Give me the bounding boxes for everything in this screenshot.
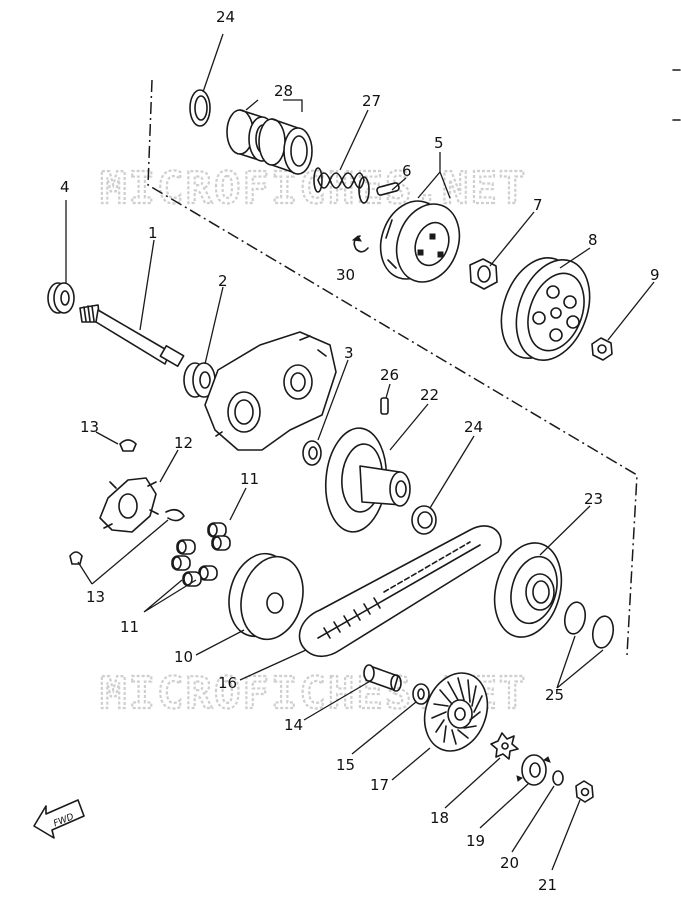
callout-15: 15 [336, 756, 355, 774]
callout-11-top: 11 [240, 470, 259, 488]
callout-30: 30 [336, 266, 355, 284]
callout-25: 25 [545, 686, 564, 704]
leader-lines [65, 33, 655, 871]
callout-14: 14 [284, 716, 303, 734]
part-14-collar[interactable] [363, 664, 402, 692]
part-11-roller[interactable] [207, 522, 227, 538]
part-28-sleeve[interactable] [258, 118, 313, 175]
part-27-spring[interactable] [313, 167, 370, 204]
part-7-nut[interactable] [469, 258, 498, 290]
callout-24: 24 [216, 8, 235, 26]
part-24-ring-lower[interactable] [411, 505, 437, 535]
callout-5: 5 [434, 134, 444, 152]
part-11-roller[interactable] [176, 539, 196, 555]
part-26-pin[interactable] [380, 397, 389, 415]
callout-9: 9 [650, 266, 660, 284]
part-11-roller[interactable] [211, 535, 231, 551]
callout-17: 17 [370, 776, 389, 794]
callout-4: 4 [60, 178, 70, 196]
callout-16: 16 [218, 674, 237, 692]
part-3-washer[interactable] [302, 440, 322, 466]
part-24-ring-top[interactable] [189, 89, 211, 127]
callout-12: 12 [174, 434, 193, 452]
part-23-fixed-sheave[interactable] [485, 535, 572, 644]
part-11-roller[interactable] [171, 555, 191, 571]
callout-24-lower: 24 [464, 418, 483, 436]
callout-23: 23 [584, 490, 603, 508]
callout-27: 27 [362, 92, 381, 110]
part-8-clutch-housing[interactable] [488, 248, 602, 371]
part-20-washer[interactable] [552, 770, 564, 786]
callout-6: 6 [402, 162, 412, 180]
callout-13-bottom: 13 [86, 588, 105, 606]
callout-21: 21 [538, 876, 557, 894]
callout-2: 2 [218, 272, 228, 290]
part-22-secondary-sheave[interactable] [322, 426, 411, 535]
part-17-fan[interactable] [414, 664, 498, 760]
part-21-nut[interactable] [575, 780, 594, 803]
callout-26: 26 [380, 366, 399, 384]
watermark-top: MICROFICHES.NET [100, 163, 527, 214]
part-12-ramp-plate[interactable] [99, 477, 159, 533]
gear-case-cover[interactable] [204, 331, 337, 451]
part-15-washer[interactable] [412, 683, 430, 705]
part-10-primary-sheave[interactable] [220, 547, 312, 647]
part-11-roller[interactable] [182, 571, 202, 587]
callout-1: 1 [148, 224, 158, 242]
assembly-frame [147, 79, 638, 656]
part-6-pin[interactable] [376, 182, 400, 196]
fwd-arrow-icon: FWD [33, 799, 85, 839]
callout-3: 3 [344, 344, 354, 362]
part-25-o-rings[interactable] [562, 601, 615, 650]
callout-8: 8 [588, 231, 598, 249]
callout-10: 10 [174, 648, 193, 666]
part-30-clip[interactable] [351, 235, 369, 253]
callout-28: 28 [274, 82, 293, 100]
callout-11-bottom: 11 [120, 618, 139, 636]
part-18-star-washer[interactable] [490, 732, 519, 760]
callout-22: 22 [420, 386, 439, 404]
part-5-clutch-assembly[interactable] [370, 192, 470, 291]
part-16-drive-belt[interactable] [298, 525, 502, 658]
part-4-bearing[interactable] [47, 282, 75, 314]
callout-7: 7 [533, 196, 543, 214]
part-13-clip-side[interactable] [165, 508, 185, 522]
part-1-shaft[interactable] [79, 304, 185, 367]
callout-20: 20 [500, 854, 519, 872]
part-13-clip-bottom[interactable] [69, 551, 83, 565]
callout-18: 18 [430, 809, 449, 827]
part-9-nut[interactable] [591, 337, 613, 361]
callout-19: 19 [466, 832, 485, 850]
callout-13-top: 13 [80, 418, 99, 436]
part-13-clip-top[interactable] [119, 439, 137, 452]
part-19-gear-washer[interactable] [516, 754, 551, 786]
